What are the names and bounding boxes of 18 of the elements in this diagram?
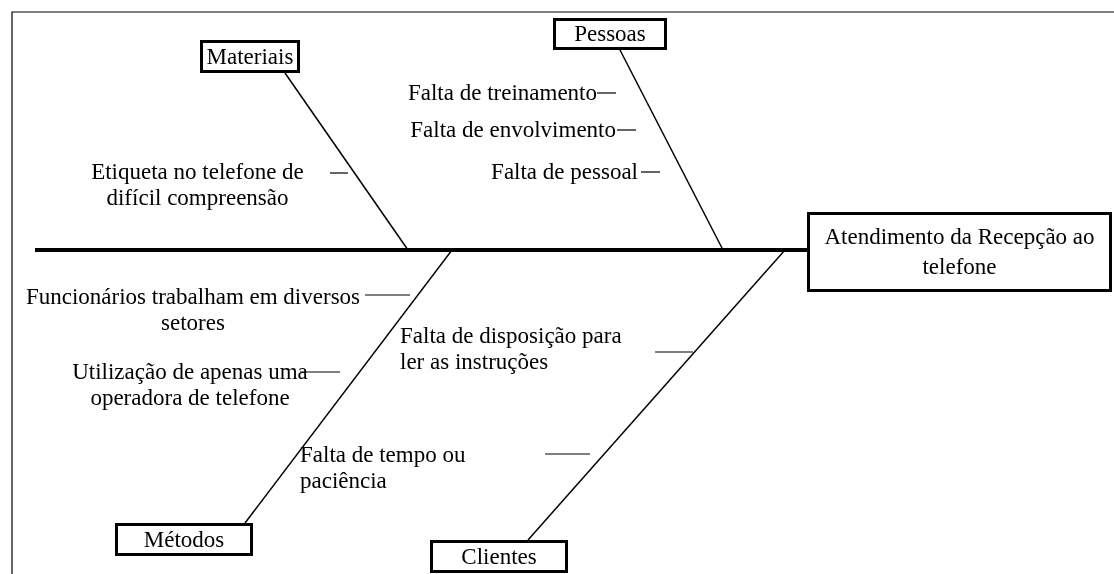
bone-line (284, 72, 409, 251)
cause-label: Falta de tempo ou paciência (300, 442, 467, 494)
cause-label: Etiqueta no telefone de difícil compreensão (90, 159, 305, 211)
cause-label: Falta de pessoal (490, 159, 638, 185)
bone-line (527, 249, 786, 541)
spine-line (35, 248, 807, 252)
category-box: Pessoas (553, 18, 667, 50)
cause-label: Falta de disposição para ler as instruções (400, 323, 622, 375)
category-box: Materiais (200, 40, 300, 73)
category-box: Métodos (115, 523, 253, 556)
effect-box: Atendimento da Recepção ao telefone (807, 212, 1112, 292)
cause-label: Funcionários trabalham em diversos setores (24, 284, 362, 336)
cause-label: Falta de treinamento (406, 80, 597, 106)
cause-label: Utilização de apenas uma operadora de telefone (71, 359, 309, 411)
category-box: Clientes (430, 540, 568, 573)
bone-line (619, 49, 724, 251)
bone-line (244, 249, 453, 524)
cause-label: Falta de envolvimento (409, 117, 616, 143)
